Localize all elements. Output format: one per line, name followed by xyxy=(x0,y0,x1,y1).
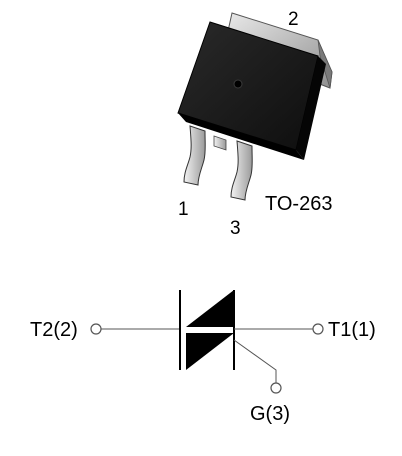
pin-label-1: 1 xyxy=(178,199,189,220)
lower-triangle xyxy=(186,333,234,370)
pin-label-3: 3 xyxy=(230,218,241,239)
center-lead-stub xyxy=(213,135,227,151)
pin-label-tab: 2 xyxy=(288,9,299,30)
upper-triangle xyxy=(186,290,234,327)
package-body-side xyxy=(296,56,326,160)
wire-gate xyxy=(233,339,277,383)
package-body-front xyxy=(178,113,304,160)
terminal-label-gate: G(3) xyxy=(250,403,290,425)
terminal-t2-circle xyxy=(90,323,102,335)
mold-dimple xyxy=(233,79,243,89)
terminal-t1-circle xyxy=(312,323,324,335)
to263-package: 2 1 3 TO-263 xyxy=(177,9,333,239)
triac-symbol: T2(2) T1(1) G(3) xyxy=(30,290,376,425)
terminal-gate-circle xyxy=(270,382,282,394)
terminal-label-t1: T1(1) xyxy=(328,319,376,341)
lead-pin-1 xyxy=(183,125,206,186)
terminal-label-t2: T2(2) xyxy=(30,319,78,341)
lead-pin-3 xyxy=(230,140,253,201)
package-name-label: TO-263 xyxy=(265,193,332,215)
